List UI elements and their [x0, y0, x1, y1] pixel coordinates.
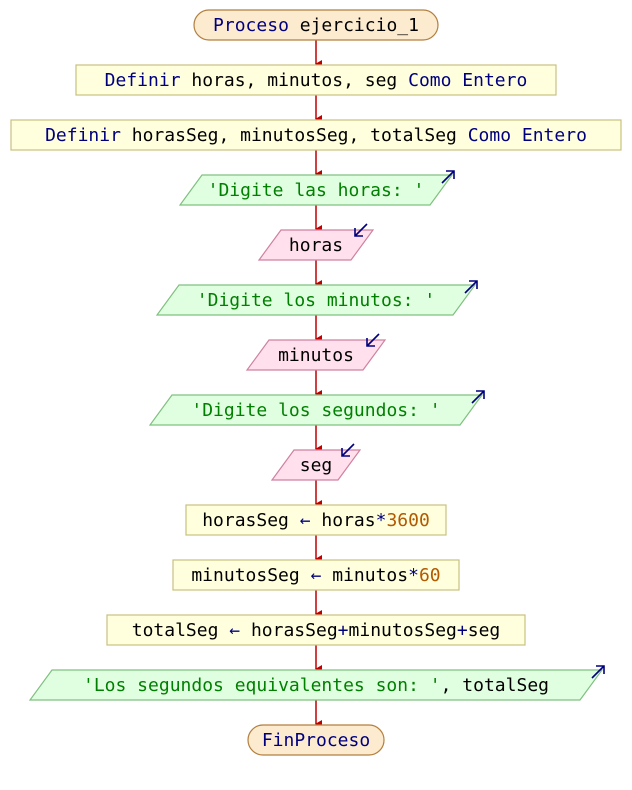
output-arrow-icon [591, 665, 605, 679]
label-part: 'Digite los segundos: ' [191, 400, 440, 421]
output-arrow-icon [464, 280, 478, 294]
label-part: horas [289, 235, 343, 256]
node-end: FinProceso [247, 724, 385, 756]
label-part: 'Digite las horas: ' [208, 180, 425, 201]
label-part: ← [229, 620, 240, 641]
node-in1: horas [257, 223, 375, 261]
label-part: horas, minutos, seg [181, 70, 409, 91]
label-part: horas [311, 510, 376, 531]
label-part: + [338, 620, 349, 641]
node-asg3: totalSeg ← horasSeg+minutosSeg+seg [106, 614, 526, 646]
node-label: totalSeg ← horasSeg+minutosSeg+seg [132, 620, 501, 641]
label-part: 3600 [386, 510, 429, 531]
label-part: ← [311, 565, 322, 586]
terminator-shape [247, 724, 385, 756]
input-arrow-icon [354, 223, 368, 237]
node-asg2: minutosSeg ← minutos*60 [172, 559, 460, 591]
process-shape [10, 119, 622, 151]
process-shape [75, 64, 557, 96]
node-asg1: horasSeg ← horas*3600 [185, 504, 447, 536]
output-shape [178, 174, 454, 206]
label-part: minutos [321, 565, 408, 586]
input-shape [270, 449, 362, 481]
input-arrow-icon [341, 443, 355, 457]
output-arrow-icon [441, 170, 455, 184]
label-part: seg [468, 620, 501, 641]
process-shape [172, 559, 460, 591]
output-shape [148, 394, 484, 426]
node-label: minutos [278, 345, 354, 366]
label-part: minutosSeg [191, 565, 310, 586]
node-label: Proceso ejercicio_1 [213, 15, 419, 36]
node-label: FinProceso [262, 730, 370, 751]
node-label: 'Digite los minutos: ' [197, 290, 435, 311]
node-in3: seg [270, 443, 362, 481]
label-part: horasSeg [202, 510, 300, 531]
node-label: Definir horas, minutos, seg Como Entero [105, 70, 528, 91]
node-out1: 'Digite las horas: ' [178, 170, 455, 206]
output-shape [28, 669, 604, 701]
node-label: 'Digite las horas: ' [208, 180, 425, 201]
process-shape [106, 614, 526, 646]
label-part: ejercicio_1 [289, 15, 419, 36]
label-part: 'Digite los minutos: ' [197, 290, 435, 311]
node-start: Proceso ejercicio_1 [193, 9, 439, 41]
terminator-shape [193, 9, 439, 41]
node-label: 'Digite los segundos: ' [191, 400, 440, 421]
label-part: * [408, 565, 419, 586]
label-part: FinProceso [262, 730, 370, 751]
node-def1: Definir horas, minutos, seg Como Entero [75, 64, 557, 96]
label-part: seg [300, 455, 333, 476]
node-def2: Definir horasSeg, minutosSeg, totalSeg C… [10, 119, 622, 151]
node-out4: 'Los segundos equivalentes son: ', total… [28, 665, 605, 701]
label-part: 'Los segundos equivalentes son: ' [83, 675, 441, 696]
label-part: Definir [45, 125, 121, 146]
node-label: horas [289, 235, 343, 256]
label-part: + [457, 620, 468, 641]
label-part: Como Entero [408, 70, 527, 91]
label-part: horasSeg, minutosSeg, totalSeg [121, 125, 468, 146]
node-in2: minutos [245, 333, 387, 371]
input-shape [245, 339, 387, 371]
label-part: minutos [278, 345, 354, 366]
input-shape [257, 229, 375, 261]
node-label: seg [300, 455, 333, 476]
label-part: * [376, 510, 387, 531]
output-arrow-icon [471, 390, 485, 404]
label-part: minutosSeg [349, 620, 457, 641]
node-label: Definir horasSeg, minutosSeg, totalSeg C… [45, 125, 587, 146]
label-part: horasSeg [240, 620, 338, 641]
label-part: Proceso [213, 15, 289, 36]
label-part: ← [300, 510, 311, 531]
label-part: totalSeg [132, 620, 230, 641]
label-part: 60 [419, 565, 441, 586]
node-out2: 'Digite los minutos: ' [155, 280, 478, 316]
output-shape [155, 284, 477, 316]
label-part: Definir [105, 70, 181, 91]
node-label: 'Los segundos equivalentes son: ', total… [83, 675, 549, 696]
input-arrow-icon [366, 333, 380, 347]
process-shape [185, 504, 447, 536]
node-label: minutosSeg ← minutos*60 [191, 565, 440, 586]
label-part: , totalSeg [441, 675, 549, 696]
node-out3: 'Digite los segundos: ' [148, 390, 485, 426]
label-part: Como Entero [468, 125, 587, 146]
node-label: horasSeg ← horas*3600 [202, 510, 430, 531]
